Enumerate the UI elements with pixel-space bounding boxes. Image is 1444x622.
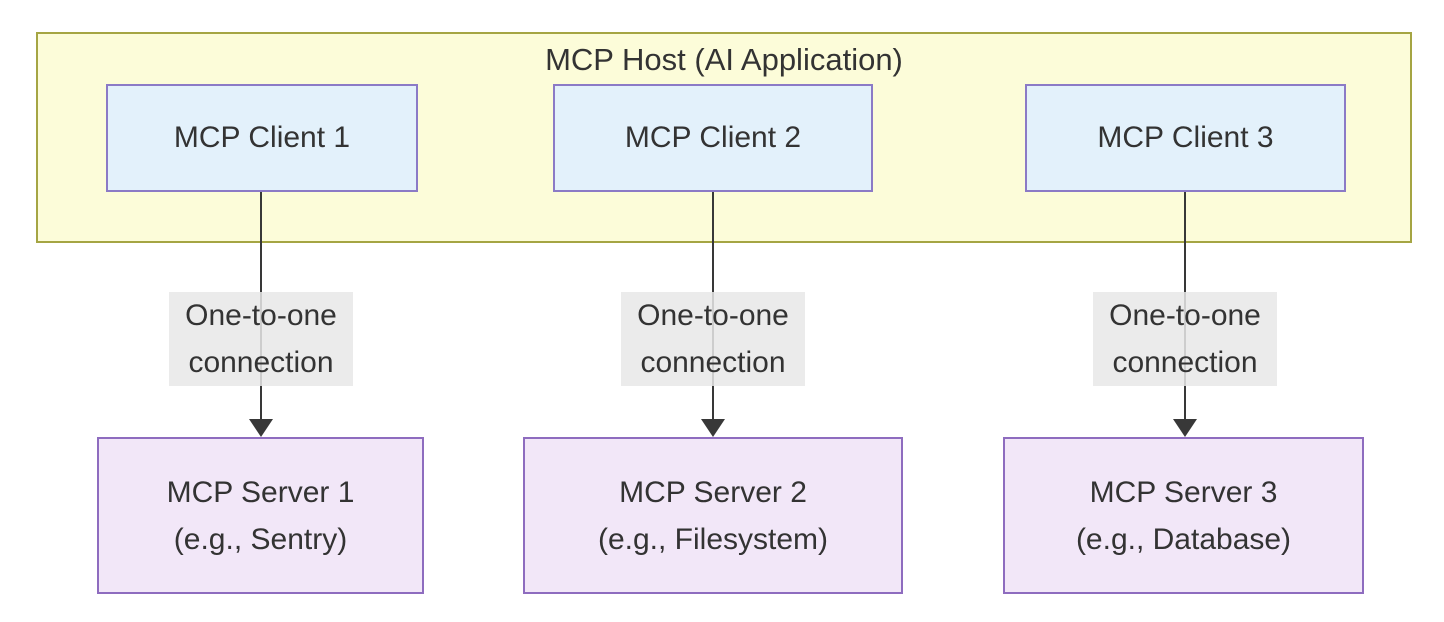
server-name-1: MCP Server 1 <box>166 475 355 509</box>
server-example-3: (e.g., Database) <box>1075 522 1292 556</box>
server-name-3: MCP Server 3 <box>1089 475 1278 509</box>
client-box-1: MCP Client 1 <box>106 84 418 192</box>
connection-label-1: One-to-one connection <box>169 292 353 386</box>
arrowhead-down-icon <box>1173 419 1197 437</box>
connection-label-line1: One-to-one <box>637 299 789 332</box>
server-example-2: (e.g., Filesystem) <box>597 522 829 556</box>
server-name-2: MCP Server 2 <box>619 475 807 509</box>
client-label-3: MCP Client 3 <box>1097 121 1274 154</box>
arrowhead-down-icon <box>701 419 725 437</box>
server-box-1: MCP Server 1 (e.g., Sentry) <box>97 437 424 594</box>
connection-label-line1: One-to-one <box>1109 299 1261 332</box>
client-label-1: MCP Client 1 <box>173 121 351 154</box>
connection-label-3: One-to-one connection <box>1093 292 1277 386</box>
client-box-3: MCP Client 3 <box>1025 84 1346 192</box>
host-title: MCP Host (AI Application) <box>545 42 903 77</box>
connection-label-line1: One-to-one <box>185 299 337 332</box>
server-example-1: (e.g., Sentry) <box>173 522 348 556</box>
arrowhead-down-icon <box>249 419 273 437</box>
connection-label-line2: connection <box>188 346 334 379</box>
connection-label-line2: connection <box>640 346 786 379</box>
connection-label-line2: connection <box>1112 346 1258 379</box>
server-box-2: MCP Server 2 (e.g., Filesystem) <box>523 437 903 594</box>
server-box-3: MCP Server 3 (e.g., Database) <box>1003 437 1364 594</box>
client-label-2: MCP Client 2 <box>624 121 802 154</box>
connection-label-2: One-to-one connection <box>621 292 805 386</box>
client-box-2: MCP Client 2 <box>553 84 873 192</box>
